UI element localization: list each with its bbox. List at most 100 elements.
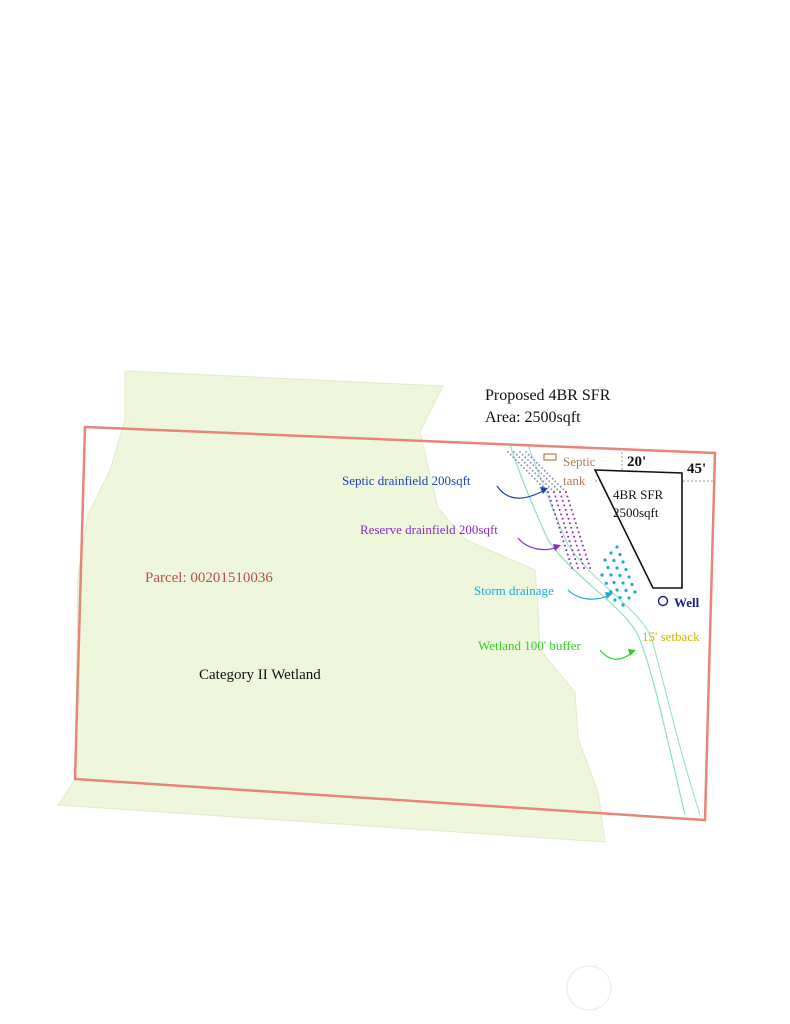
septic-dot [534,472,537,475]
reserve-dot [567,517,570,520]
septic-dot [540,472,543,475]
septic-dot [559,485,562,488]
reserve-dot [571,549,574,552]
reserve-dot [565,549,568,552]
storm-dot [621,560,625,564]
wetland-buffer-label: Wetland 100' buffer [478,638,582,653]
reserve-dot [565,491,567,493]
reserve-dot [567,499,570,502]
reserve-dot [581,544,584,547]
storm-dot [615,566,619,570]
reserve-dot [577,531,580,534]
septic-dot [531,475,533,477]
septic-dot [553,485,556,488]
reserve-dot [577,567,579,569]
septic-tank-label-line-2: tank [563,473,586,488]
reserve-dot [571,567,573,569]
reserve-dot [583,549,586,552]
reserve-dot [559,491,561,493]
storm-dot [618,552,622,557]
reserve-dot [570,508,573,511]
septic-dot [517,461,520,464]
septic-dot [512,456,515,459]
reserve-dot [567,535,570,538]
reserve-dot [552,508,555,511]
storm-dot [612,580,616,585]
reserve-dot [580,558,583,561]
reserve-dot [571,531,574,534]
septic-dot [525,451,527,453]
septic-dot [541,485,544,488]
storm-arrowhead [605,592,613,599]
wetland-label: Category II Wetland [199,667,321,683]
title-line-2: Area: 2500sqft [485,409,581,426]
buffer-line-outer [527,444,701,816]
storm-dot [615,588,619,592]
septic-dot [526,464,529,467]
reserve-dot [560,513,563,516]
reserve-dot [587,562,590,565]
septic-dot [518,456,521,459]
storm-dot [606,565,610,570]
storm-dot [627,575,631,579]
storm-dot [615,545,619,549]
septic-dot [541,467,543,469]
storm-dot [621,603,625,607]
reserve-dot [569,544,572,547]
reserve-dot [583,567,585,569]
septic-dot [529,467,531,469]
reserve-dot [553,491,555,493]
storm-dot [618,595,622,600]
reserve-dot [573,535,576,538]
septic-dot [549,475,551,477]
reserve-dot [572,513,575,516]
storm-dot [609,573,613,577]
septic-dot [545,477,548,480]
reserve-drainfield-label: Reserve drainfield 200sqft [360,522,498,537]
well-label: Well [674,595,700,610]
septic-dot [520,464,523,467]
house-footprint[interactable] [593,469,683,589]
septic-dot [530,456,533,459]
reserve-dot [574,540,577,543]
well-icon[interactable] [657,595,669,607]
reserve-dot [569,504,572,507]
reserve-dot [551,504,554,507]
septic-dot [542,480,545,483]
septic-dot [532,464,535,467]
storm-drainage-dots [600,545,637,607]
setback-label: 15' setback [642,629,700,644]
septic-dot [551,477,554,480]
septic-dot [528,472,531,475]
septic-dot [513,451,515,453]
reserve-dot [563,544,566,547]
septic-dot [562,488,565,491]
reserve-dot [563,504,566,507]
storm-dot [603,558,607,562]
storm-dot [612,558,616,563]
reserve-dot [558,508,561,511]
reserve-dot [579,535,582,538]
reserve-dot [574,522,577,525]
storm-dot [609,590,613,594]
storm-dot [613,598,617,602]
storm-drainage-label: Storm drainage [474,583,554,598]
septic-dot [543,475,545,477]
reserve-dot [556,522,559,525]
septic-dot [524,456,527,459]
septic-dot [533,477,536,480]
reserve-dot [568,540,571,543]
watermark-circle [566,965,612,1011]
septic-dot [556,488,559,491]
reserve-dot [547,491,549,493]
septic-drainfield-dots [507,451,567,493]
septic-dot [515,453,518,456]
reserve-dot [548,495,551,498]
septic-dot [546,472,549,475]
house-label-line-2: 2500sqft [613,505,659,520]
reserve-dot [561,499,564,502]
reserve-dot [584,553,587,556]
septic-dot [537,469,540,472]
septic-arrow [496,485,546,499]
septic-tank[interactable] [543,453,557,461]
